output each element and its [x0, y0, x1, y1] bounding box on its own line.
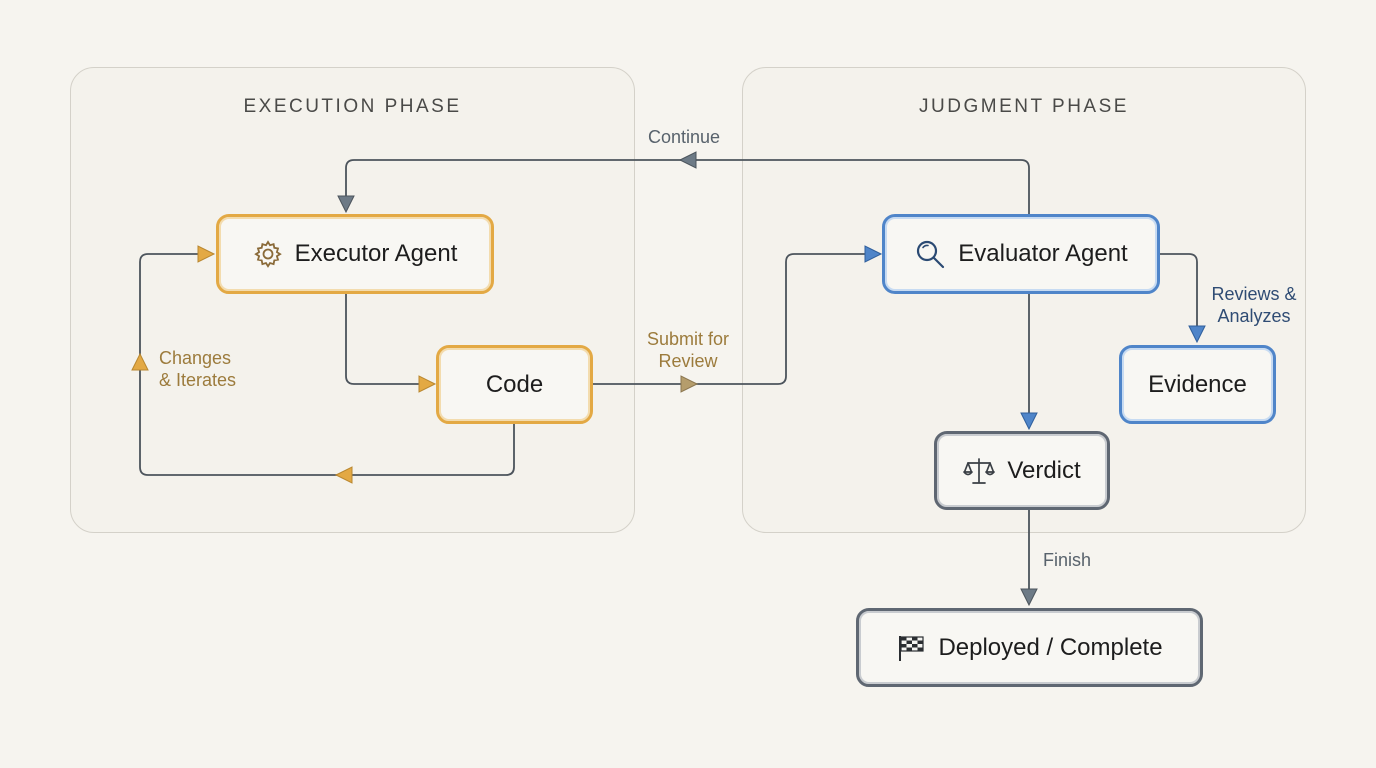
arrowhead-into-executor — [337, 195, 355, 214]
edge-continue — [345, 159, 1030, 214]
edge-reviews — [1159, 253, 1198, 330]
evidence-node[interactable]: Evidence — [1119, 345, 1276, 424]
magnifier-icon — [917, 240, 945, 269]
code-node[interactable]: Code — [436, 345, 593, 424]
arrowhead-into-evidence — [1188, 325, 1206, 344]
continue-label: Continue — [648, 127, 721, 147]
submit-label-line1: Submit for — [646, 329, 730, 349]
executor-agent-label: Executor Agent — [294, 240, 458, 267]
gear-icon — [253, 240, 282, 268]
executor-agent-node[interactable]: Executor Agent — [216, 214, 494, 294]
code-label: Code — [485, 370, 544, 398]
judgment-phase-title: JUDGMENT PHASE — [919, 96, 1129, 117]
scales-icon — [963, 457, 996, 484]
edge-code-loop — [139, 253, 515, 476]
arrowhead-submit-mid — [680, 375, 699, 393]
changes-label-line2: & Iterates — [159, 370, 237, 390]
deployed-complete-node[interactable]: Deployed / Complete — [856, 608, 1203, 687]
verdict-label: Verdict — [1007, 456, 1081, 484]
changes-label-line1: Changes — [159, 348, 232, 368]
reviews-label-line2: Analyzes — [1217, 306, 1291, 326]
arrowhead-loop-bottom — [334, 466, 353, 484]
deployed-complete-label: Deployed / Complete — [938, 633, 1163, 661]
arrowhead-into-evaluator — [864, 245, 883, 263]
submit-label-line2: Review — [658, 351, 718, 371]
checkered-flag-icon — [899, 635, 925, 661]
edge-executor-to-code — [345, 292, 424, 385]
verdict-node[interactable]: Verdict — [934, 431, 1110, 510]
arrowhead-into-executor-side — [197, 245, 216, 263]
reviews-label-line1: Reviews & — [1211, 284, 1297, 304]
execution-phase-title: EXECUTION PHASE — [243, 96, 462, 117]
arrowhead-into-deployed — [1020, 588, 1038, 607]
reviews-analyzes-label: Reviews & Analyzes — [1203, 283, 1305, 327]
arrowhead-into-verdict — [1020, 412, 1038, 431]
arrowhead-into-code — [418, 375, 437, 393]
changes-iterates-label: Changes & Iterates — [159, 347, 236, 391]
edge-submit — [592, 253, 868, 385]
evaluator-agent-node[interactable]: Evaluator Agent — [882, 214, 1160, 294]
arrowhead-continue-mid — [678, 151, 697, 169]
evidence-label: Evidence — [1148, 370, 1247, 398]
arrowhead-loop-left — [131, 352, 149, 371]
submit-for-review-label: Submit for Review — [636, 328, 740, 372]
finish-label: Finish — [1043, 550, 1092, 570]
execution-phase-panel: EXECUTION PHASE — [70, 67, 635, 533]
evaluator-agent-label: Evaluator Agent — [958, 240, 1128, 267]
